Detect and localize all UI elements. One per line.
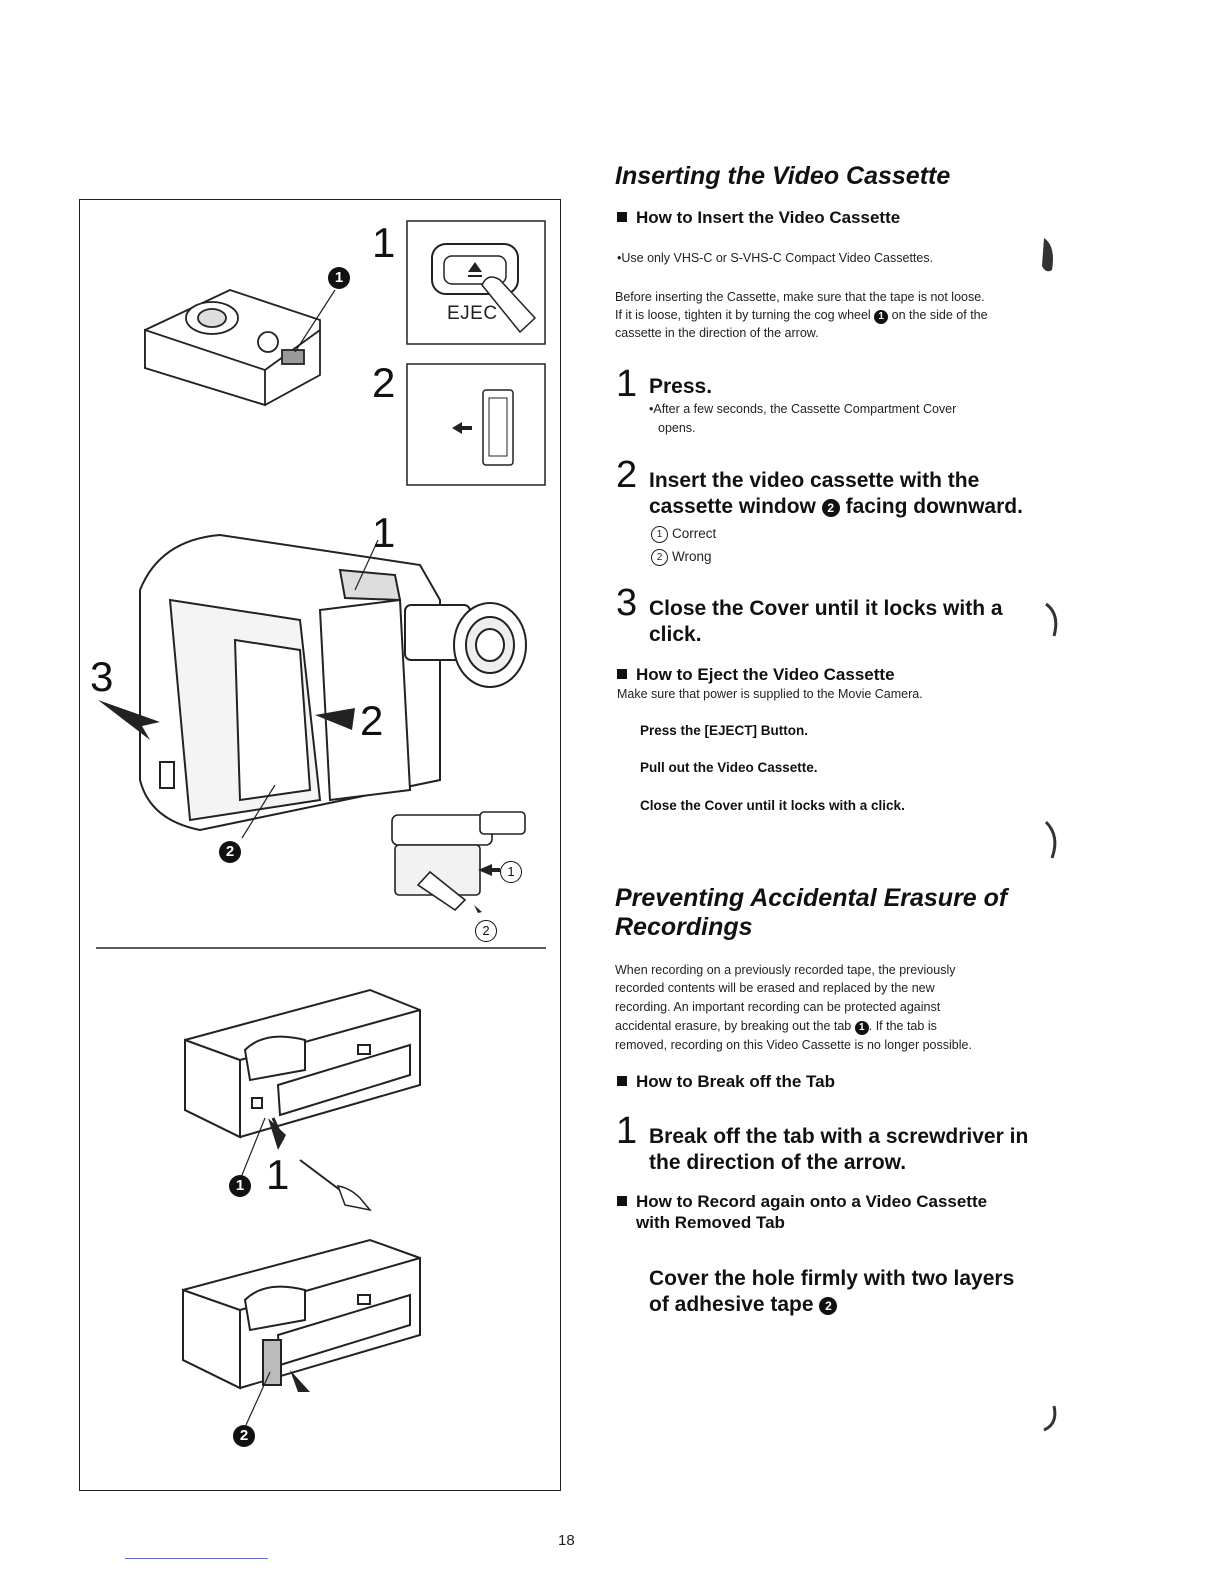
step-2-correct: 1 Correct (651, 525, 716, 543)
callout-correct: 1 (500, 861, 522, 883)
before-note-line-2: If it is loose, tighten it by turning th… (615, 306, 988, 324)
eject-step-1: Press the [EJECT] Button. (640, 723, 809, 738)
square-bullet-icon (617, 669, 627, 679)
erasure-para-line-4b: . If the tab is (868, 1019, 937, 1033)
erasure-para-line-4a: accidental erasure, by breaking out the … (615, 1019, 852, 1033)
step-2-text-line-2a: cassette window (649, 495, 816, 518)
how-to-eject-heading-text: How to Eject the Video Cassette (636, 665, 895, 684)
cassette-type-note: •Use only VHS-C or S-VHS-C Compact Video… (617, 251, 934, 265)
step-1-note-line-1: •After a few seconds, the Cassette Compa… (649, 402, 957, 416)
step-2-text-line-1: Insert the video cassette with the (649, 469, 980, 492)
square-bullet-icon (617, 1196, 627, 1206)
eject-step-3: Close the Cover until it locks with a cl… (640, 798, 905, 813)
fig-step-1-camera: 1 (372, 509, 396, 556)
step-2-wrong-text: Wrong (672, 549, 712, 564)
step-2-number: 2 (616, 454, 638, 496)
break-tab-heading: How to Break off the Tab (617, 1071, 835, 1092)
erasure-para-line-5: removed, recording on this Video Cassett… (615, 1038, 972, 1052)
illustration-frame (79, 199, 561, 1491)
fig-step-2-camera: 2 (360, 697, 384, 744)
break-step-line-2: the direction of the arrow. (649, 1151, 907, 1174)
before-note-line-2b: on the side of the (891, 308, 988, 322)
step-1-number: 1 (616, 363, 638, 405)
break-step-line-1: Break off the tab with a screwdriver in (649, 1125, 1029, 1148)
cover-step-line-2: of adhesive tape 2 (649, 1292, 838, 1318)
callout-cog-wheel: 1 (328, 267, 350, 289)
correct-mark-icon: 1 (651, 526, 668, 543)
page-number: 18 (558, 1532, 575, 1549)
callout-adhesive-tape: 2 (233, 1425, 255, 1447)
fig-step-1-cassette: 1 (266, 1151, 290, 1198)
wrong-mark-icon: 2 (651, 549, 668, 566)
how-to-insert-heading-text: How to Insert the Video Cassette (636, 208, 901, 227)
eject-power-note: Make sure that power is supplied to the … (617, 687, 923, 701)
callout-inline-adhesive: 2 (819, 1297, 838, 1315)
callout-cassette-window: 2 (219, 841, 241, 863)
step-2-text-line-2b: facing downward. (845, 495, 1023, 518)
step-2-correct-text: Correct (672, 526, 717, 541)
fig-step-2-top: 2 (372, 359, 396, 406)
before-note-line-2a: If it is loose, tighten it by turning th… (615, 308, 871, 322)
insert-section-title: Inserting the Video Cassette (615, 162, 951, 190)
step-2-text-line-2: cassette window 2 facing downward. (649, 494, 1023, 520)
erasure-title-line-2: Recordings (615, 913, 753, 941)
erasure-para-line-4: accidental erasure, by breaking out the … (615, 1017, 937, 1035)
record-again-heading-line-1: How to Record again onto a Video Cassett… (636, 1192, 988, 1211)
callout-tab: 1 (229, 1175, 251, 1197)
step-3-text-line-1: Close the Cover until it locks with a (649, 597, 1003, 620)
binder-hole-mark (1045, 602, 1058, 637)
fig-step-3-camera: 3 (90, 653, 114, 700)
step-1-note-line-2: opens. (658, 421, 696, 435)
erasure-title-line-1: Preventing Accidental Erasure of (615, 884, 1008, 912)
footer-rule (125, 1558, 268, 1559)
record-again-heading: How to Record again onto a Video Cassett… (617, 1191, 987, 1212)
record-again-heading-line-2: with Removed Tab (636, 1213, 785, 1232)
step-3-number: 3 (616, 582, 638, 624)
step-3-text-line-2: click. (649, 623, 702, 646)
binder-hole-mark (1043, 1405, 1057, 1432)
erasure-para-line-3: recording. An important recording can be… (615, 1000, 941, 1014)
callout-inline-cog: 1 (874, 310, 889, 324)
step-2-wrong: 2 Wrong (651, 548, 712, 566)
break-step-number: 1 (616, 1110, 638, 1152)
cover-step-line-1: Cover the hole firmly with two layers (649, 1267, 1015, 1290)
callout-inline-tab: 1 (854, 1021, 869, 1035)
binder-hole-mark (1042, 238, 1053, 272)
callout-wrong: 2 (475, 920, 497, 942)
erasure-para-line-2: recorded contents will be erased and rep… (615, 981, 935, 995)
fig-step-1-top: 1 (372, 219, 396, 266)
before-note-line-3: cassette in the direction of the arrow. (615, 326, 819, 340)
before-note-line-1: Before inserting the Cassette, make sure… (615, 290, 985, 304)
eject-step-2: Pull out the Video Cassette. (640, 760, 818, 775)
binder-hole-mark (1044, 820, 1057, 859)
cover-step-line-2a: of adhesive tape (649, 1293, 814, 1316)
eject-button-label: EJEC (447, 303, 498, 324)
break-tab-heading-text: How to Break off the Tab (636, 1072, 835, 1091)
step-1-text: Press. (649, 375, 713, 398)
square-bullet-icon (617, 1076, 627, 1086)
callout-inline-window: 2 (821, 499, 840, 517)
square-bullet-icon (617, 212, 627, 222)
erasure-para-line-1: When recording on a previously recorded … (615, 963, 956, 977)
how-to-eject-heading: How to Eject the Video Cassette (617, 664, 895, 685)
how-to-insert-heading: How to Insert the Video Cassette (617, 207, 900, 228)
